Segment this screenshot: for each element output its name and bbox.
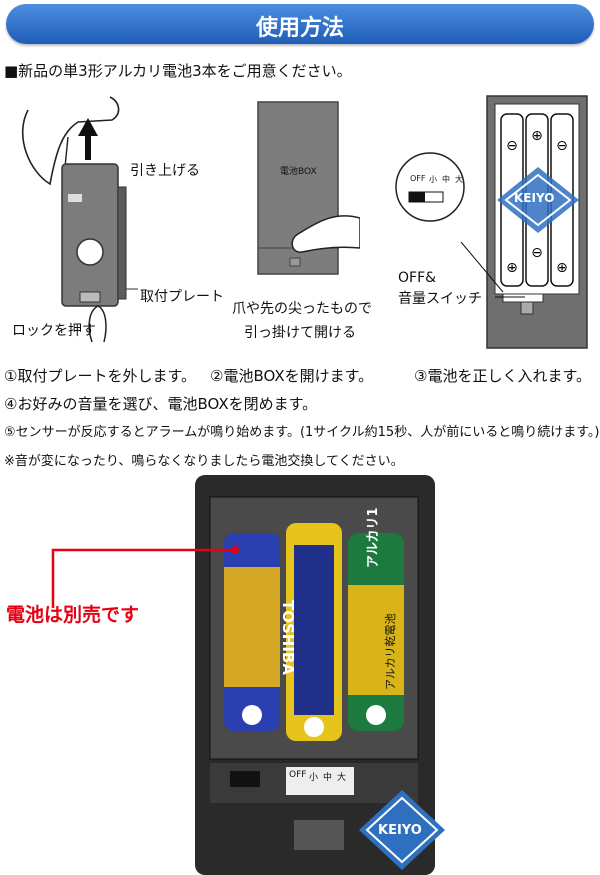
- step-1: ①取付プレートを外します。: [4, 367, 196, 385]
- panel1-illustration: [21, 96, 138, 343]
- switch-small: 小: [429, 175, 437, 184]
- pull-label: 引き上げる: [130, 163, 200, 179]
- svg-text:⊖: ⊖: [506, 138, 518, 154]
- step-3: ③電池を正しく入れます。: [414, 367, 591, 385]
- photo-switch-mid: 中: [323, 773, 333, 783]
- switch-off: OFF: [410, 174, 426, 183]
- switch-mid: 中: [442, 175, 450, 184]
- switch-large: 大: [455, 175, 463, 184]
- step-2: ②電池BOXを開けます。: [210, 367, 374, 385]
- battery-photo: [195, 475, 435, 875]
- photo-switch-off: OFF: [289, 770, 307, 780]
- svg-text:⊖: ⊖: [556, 138, 568, 154]
- switch-label-line1: OFF&: [398, 270, 437, 286]
- keiyo-logo-small: [497, 167, 579, 233]
- keiyo-logo-large: [359, 790, 445, 870]
- panel2-illustration: [257, 101, 360, 275]
- sold-separately-pointer: [51, 546, 239, 608]
- switch-label-line2: 音量スイッチ: [398, 291, 482, 307]
- svg-text:⊕: ⊕: [506, 260, 518, 276]
- section-header: 使用方法: [6, 4, 594, 44]
- svg-text:⊖: ⊖: [531, 245, 543, 261]
- intro-text: ■新品の単3形アルカリ電池3本をご用意ください。: [4, 62, 352, 80]
- logo-text-small: KEIYO: [514, 191, 555, 205]
- header-title: 使用方法: [255, 16, 344, 41]
- logo-text-large: KEIYO: [378, 823, 422, 838]
- warning-note: ※音が変になったり、鳴らなくなりましたら電池交換してください。: [4, 454, 404, 469]
- battery-box-label: 電池BOX: [280, 167, 317, 177]
- open-hint-line1: 爪や先の尖ったもので: [232, 301, 372, 317]
- step-4: ④お好みの音量を選び、電池BOXを閉めます。: [4, 395, 318, 413]
- svg-text:⊕: ⊕: [531, 128, 543, 144]
- battery-brand: TOSHIBA: [279, 600, 297, 675]
- photo-switch-small: 小: [309, 773, 319, 783]
- plate-label: 取付プレート: [140, 289, 224, 305]
- sold-separately-label: 電池は別売です: [6, 604, 140, 626]
- open-hint-line2: 引っ掛けて開ける: [244, 325, 356, 341]
- battery-type2: アルカリ乾電池: [384, 613, 397, 690]
- battery-type: アルカリ1: [366, 507, 381, 568]
- step-5: ⑤センサーが反応するとアラームが鳴り始めます。(1サイクル約15秒、人が前にいる…: [4, 425, 600, 440]
- svg-text:⊕: ⊕: [556, 260, 568, 276]
- lock-label: ロックを押す: [12, 323, 96, 339]
- photo-switch-large: 大: [337, 773, 347, 783]
